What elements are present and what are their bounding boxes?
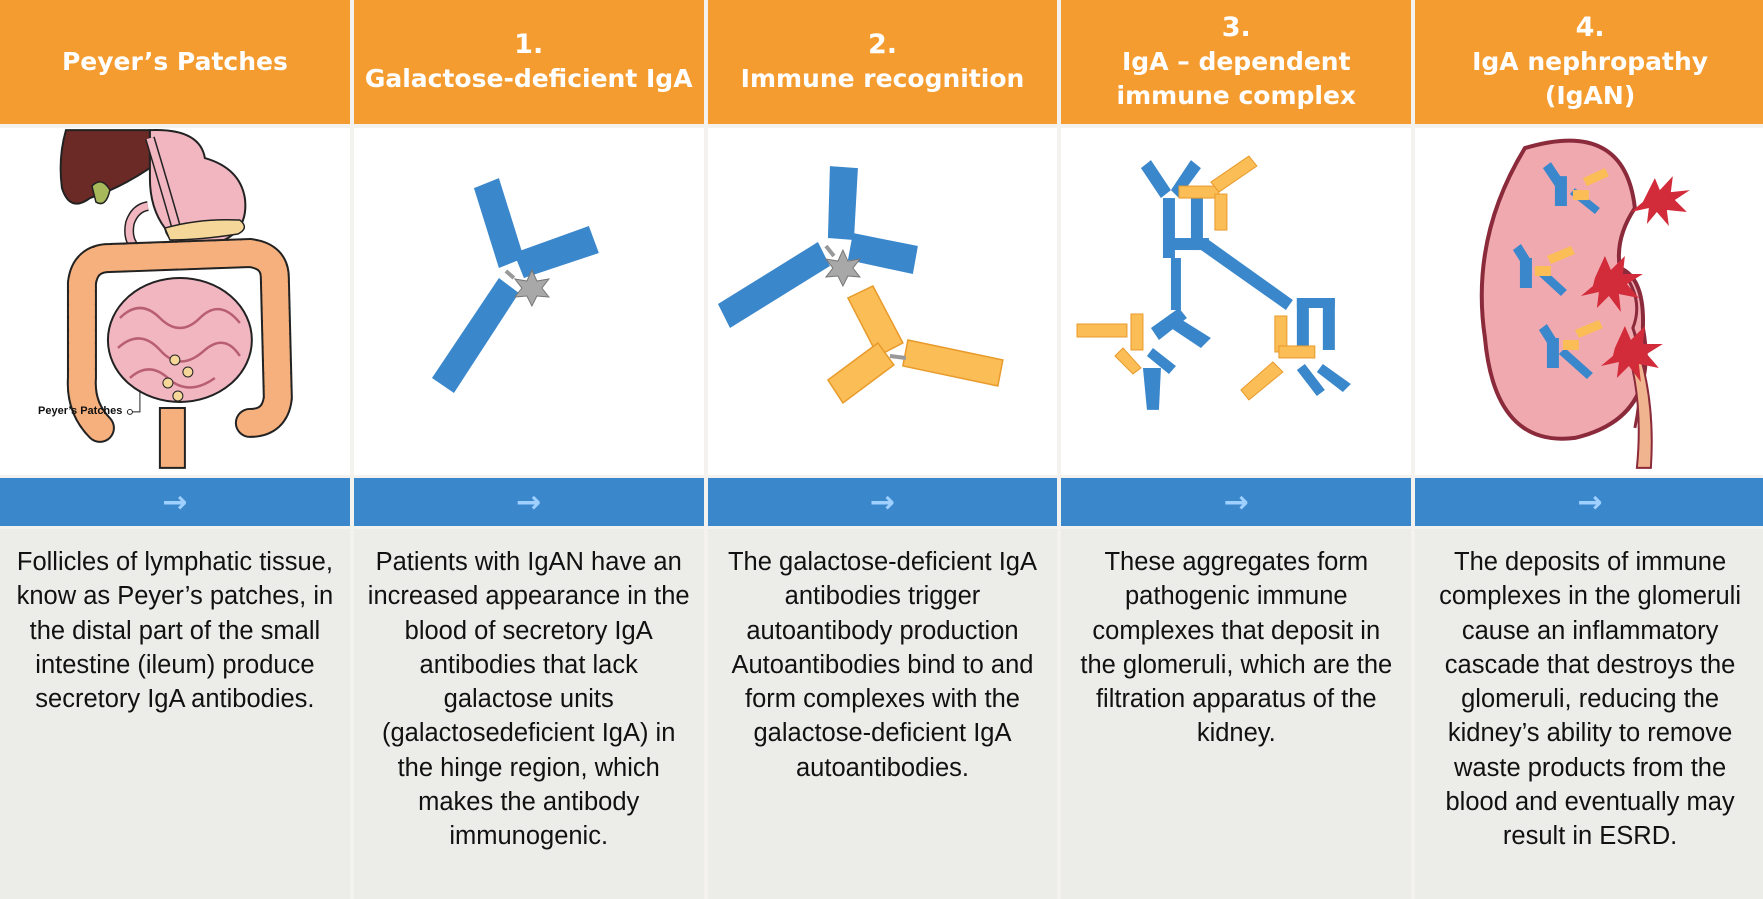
arrow-bar: → (0, 478, 350, 526)
arrow-bar: → (707, 478, 1058, 526)
column-galactose-deficient: 1. Galactose-deficient IgA → Patients wi… (353, 0, 704, 899)
antibody-icon (1076, 155, 1352, 410)
step-title: Galactose-deficient IgA (364, 64, 693, 93)
arrow-right-icon: → (516, 484, 542, 520)
step-title: Immune recognition (740, 64, 1025, 93)
step-description: The galactose-deficient IgA antibodies t… (707, 529, 1058, 899)
column-immune-recognition: 2. Immune recognition → The galactose-de… (707, 0, 1058, 899)
step-description: These aggregates form pathogenic immune … (1061, 529, 1412, 899)
step-description: Patients with IgAN have an increased app… (353, 529, 704, 899)
step-title: Peyer’s Patches (61, 47, 288, 76)
step-number: 2. (867, 29, 898, 60)
illustration-panel (1061, 128, 1412, 475)
antibody-icon (431, 178, 599, 393)
arrow-right-icon: → (1577, 484, 1603, 520)
column-peyers-patches: Peyer’s Patches (0, 0, 350, 899)
illustration-panel: Peyer’s Patches (0, 128, 350, 475)
arrow-right-icon: → (869, 484, 896, 520)
column-header: 2. Immune recognition (707, 0, 1058, 124)
column-header: 4. IgA nephropathy (IgAN) (1415, 0, 1763, 124)
step-title: IgA nephropathy (IgAN) (1472, 47, 1709, 110)
step-number: 1. (514, 29, 544, 60)
digestive-system-icon (59, 129, 293, 469)
kidney-icon (1479, 138, 1691, 469)
step-description: The deposits of immune complexes in the … (1415, 529, 1763, 899)
column-immune-complex: 3. IgA – dependent immune complex (1061, 0, 1412, 899)
antibody-icon (717, 166, 1004, 405)
step-description: Follicles of lymphatic tissue, know as P… (0, 529, 350, 899)
arrow-right-icon: → (162, 484, 188, 520)
column-header: 3. IgA – dependent immune complex (1061, 0, 1412, 124)
arrow-bar: → (1415, 478, 1763, 526)
step-title: IgA – dependent immune complex (1116, 47, 1357, 110)
step-number: 3. (1221, 12, 1251, 43)
arrow-right-icon: → (1223, 484, 1249, 520)
arrow-bar: → (353, 478, 704, 526)
peyers-patches-label: Peyer’s Patches (38, 405, 123, 417)
arrow-bar: → (1061, 478, 1412, 526)
column-header: 1. Galactose-deficient IgA (353, 0, 704, 124)
step-number: 4. (1575, 12, 1605, 43)
column-header: Peyer’s Patches (0, 0, 350, 124)
illustration-panel (707, 128, 1058, 475)
illustration-panel (1415, 128, 1763, 475)
column-iga-nephropathy: 4. IgA nephropathy (IgAN) (1415, 0, 1763, 899)
illustration-panel (353, 128, 704, 475)
